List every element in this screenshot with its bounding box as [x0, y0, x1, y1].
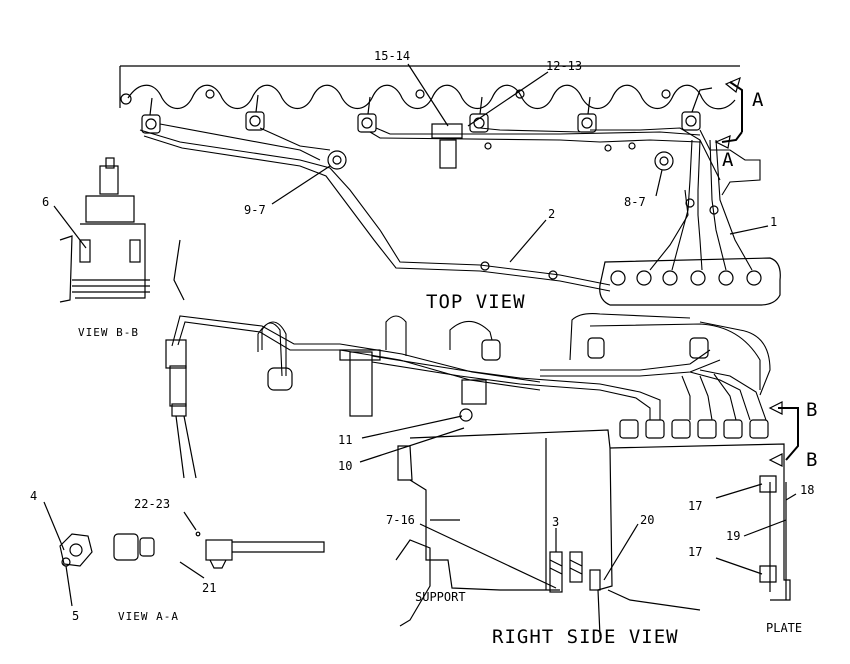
callout-20: 20 — [640, 513, 654, 527]
support-label: SUPPORT — [415, 590, 466, 604]
callout-leaders — [43, 63, 797, 607]
plate-label: PLATE — [766, 621, 802, 635]
callout-12-13: 12-13 — [546, 59, 582, 73]
callout-7-16: 7-16 — [386, 513, 415, 527]
top-view-drawing — [119, 65, 781, 306]
view-bb-drawing: VIEW B-B — [59, 157, 185, 339]
callout-3: 3 — [552, 515, 559, 529]
mounting-bolt — [549, 551, 601, 593]
section-b-marker: B B — [768, 399, 818, 471]
callout-15-14: 15-14 — [374, 49, 410, 63]
callout-6: 6 — [42, 195, 49, 209]
callout-2: 2 — [548, 207, 555, 221]
callout-8-7: 8-7 — [624, 195, 646, 209]
fuel-line-bundle — [139, 123, 761, 292]
callout-9-7: 9-7 — [244, 203, 266, 217]
injection-pump-top — [599, 257, 781, 306]
view-bb-title: VIEW B-B — [78, 326, 139, 339]
callout-17: 17 — [688, 545, 702, 559]
injector-nozzle — [141, 87, 713, 134]
callout-17: 17 — [688, 499, 702, 513]
right-side-view-drawing — [165, 313, 791, 637]
section-a-marker: A A — [714, 76, 764, 171]
right-side-view-title: RIGHT SIDE VIEW — [492, 626, 679, 648]
top-view-title: TOP VIEW — [426, 291, 526, 313]
section-a-label: A — [722, 149, 734, 171]
callout-19: 19 — [726, 529, 740, 543]
view-aa-title: VIEW A-A — [118, 610, 179, 623]
callout-5: 5 — [72, 609, 79, 623]
section-b-label: B — [806, 449, 818, 471]
section-a-label: A — [752, 89, 764, 111]
callout-11: 11 — [338, 433, 352, 447]
pump-outlet-fitting — [619, 419, 769, 439]
section-b-label: B — [806, 399, 818, 421]
callout-21: 21 — [202, 581, 216, 595]
callout-22-23: 22-23 — [134, 497, 170, 511]
callout-10: 10 — [338, 459, 352, 473]
callout-18: 18 — [800, 483, 814, 497]
callout-1: 1 — [770, 215, 777, 229]
callout-4: 4 — [30, 489, 37, 503]
view-aa-drawing: VIEW A-A — [59, 531, 325, 623]
